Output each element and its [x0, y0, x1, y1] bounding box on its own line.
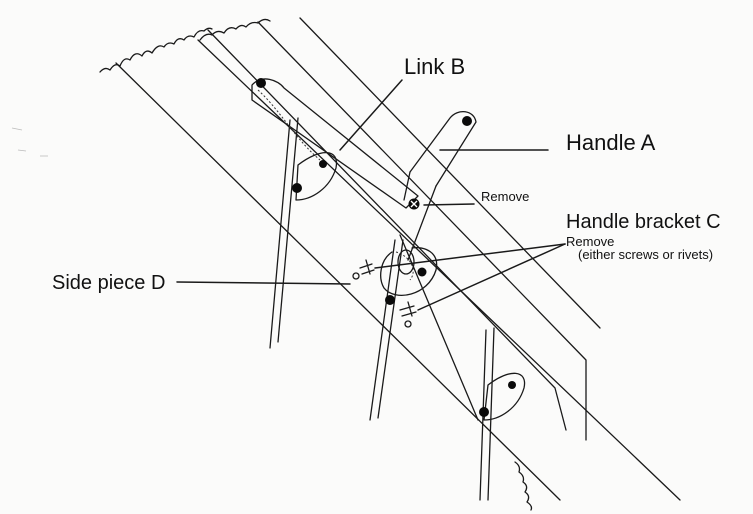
leader-remove-2a: [374, 243, 566, 269]
rail-line-3: [207, 29, 567, 431]
upper-side-piece: [269, 117, 338, 349]
label-remove-1: Remove: [481, 189, 529, 204]
torn-edge-bottom: [514, 461, 533, 511]
labels: Link B Handle A Remove Handle bracket C …: [52, 54, 721, 294]
leader-remove-2b: [417, 243, 566, 311]
label-remove-note: (either screws or rivets): [578, 247, 713, 262]
scan-noise: [11, 127, 48, 157]
screw-right: [399, 301, 417, 317]
label-remove-2: Remove: [566, 234, 614, 249]
ladder-rails: [99, 17, 681, 511]
screw-left: [359, 259, 375, 275]
rail-line-4: [257, 21, 587, 441]
middle-side-piece: [352, 239, 438, 421]
label-link-b: Link B: [404, 54, 465, 79]
leader-link-b: [339, 79, 403, 151]
link-b: [251, 78, 420, 210]
outer-rail-edge: [115, 62, 561, 501]
torn-edge-top-right: [199, 18, 271, 41]
label-handle-a: Handle A: [566, 130, 656, 155]
label-side-piece-d: Side piece D: [52, 272, 165, 294]
torn-edge-top-left: [99, 27, 213, 73]
leader-lines: [176, 79, 566, 311]
lower-side-piece: [479, 327, 526, 501]
label-handle-bracket-c: Handle bracket C: [566, 211, 721, 233]
rail-line-5: [299, 17, 601, 329]
leader-remove-1: [423, 203, 475, 206]
rail-line-2: [197, 39, 681, 501]
leader-side-piece-d: [176, 281, 351, 285]
handle-a: [403, 111, 477, 261]
